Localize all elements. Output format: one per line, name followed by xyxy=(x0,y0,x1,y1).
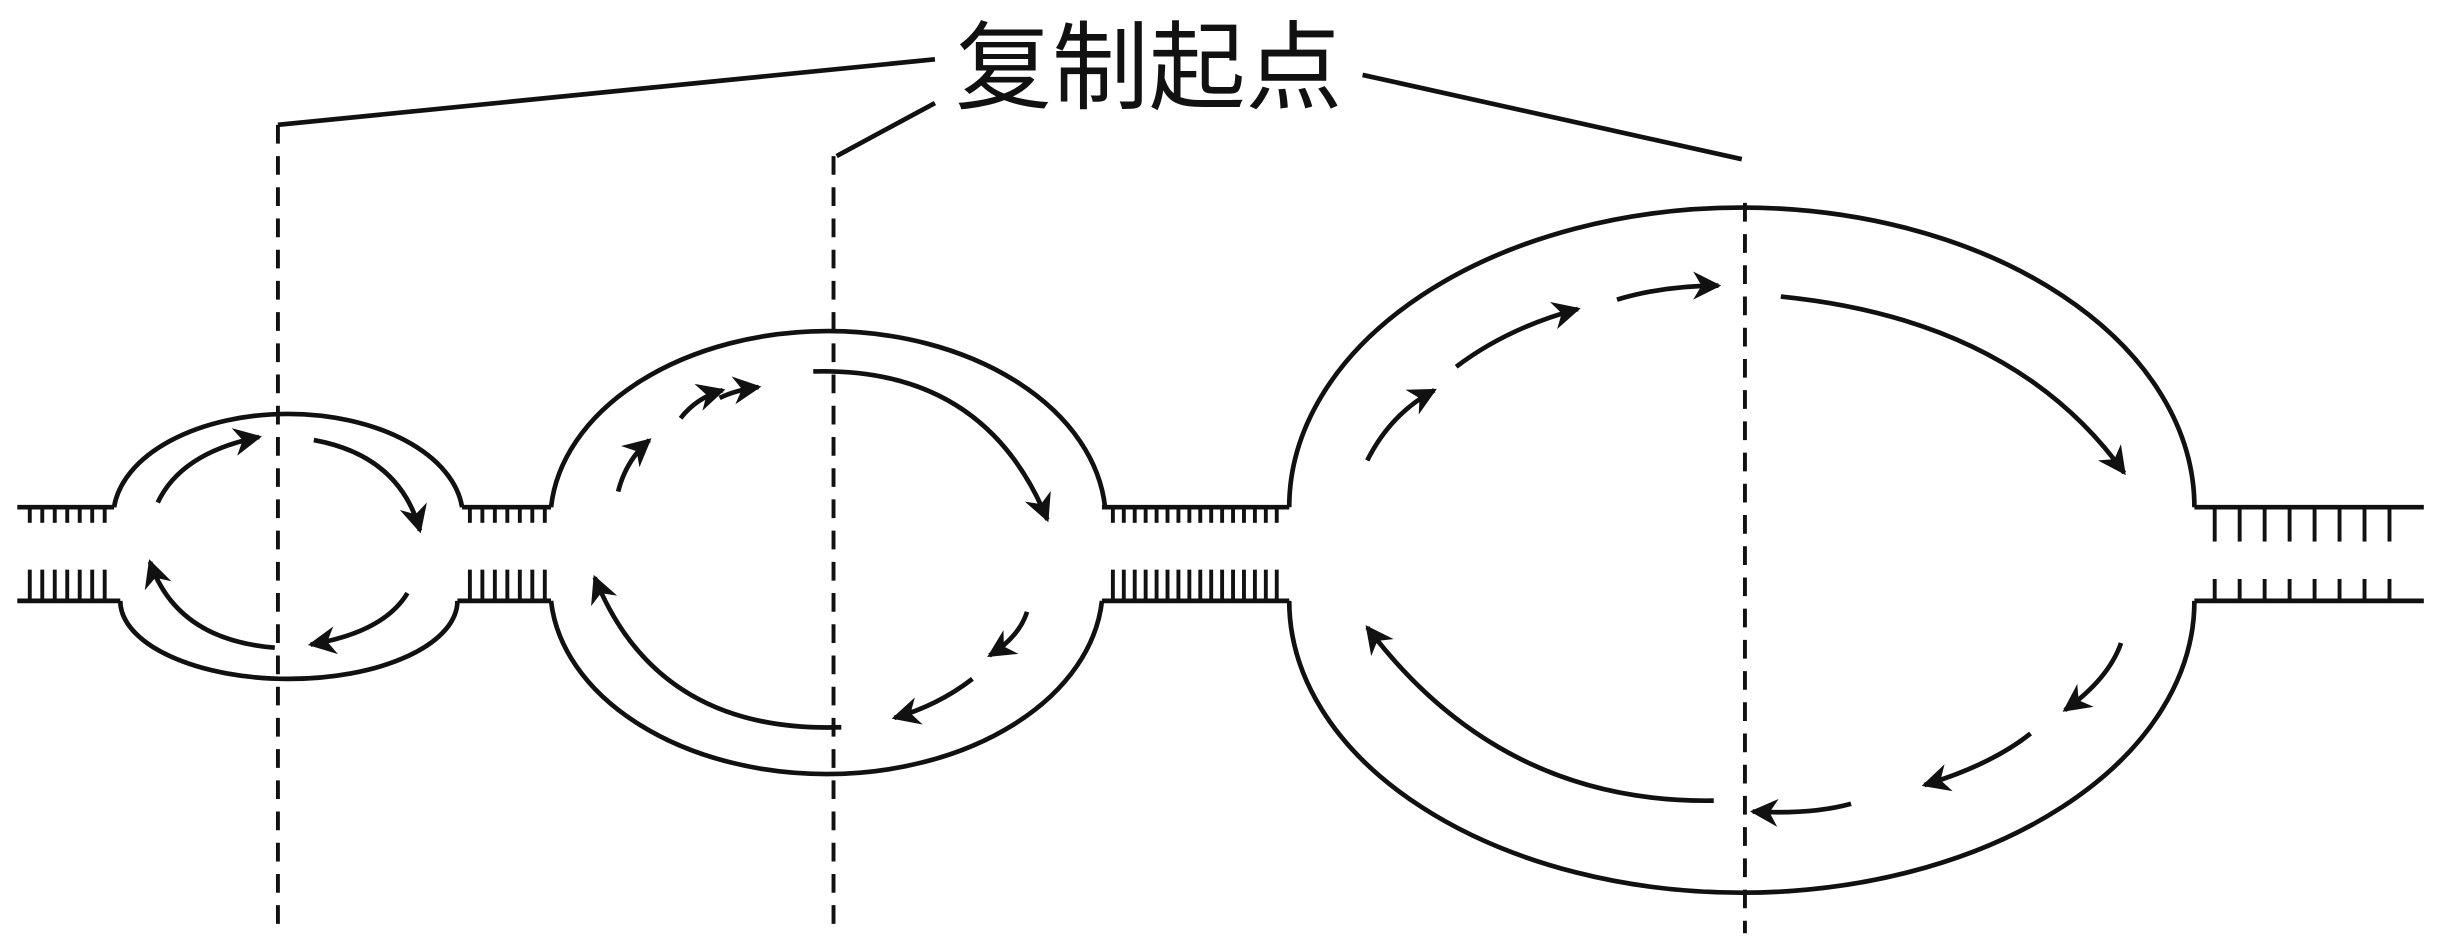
leader-line-3 xyxy=(1362,72,1743,162)
replication-bubble-2 xyxy=(548,328,1108,777)
leader-line-2 xyxy=(835,100,937,159)
leader-lines xyxy=(275,56,1747,934)
replication-origin-label: 复制起点 xyxy=(955,11,1342,124)
base-pair-rungs xyxy=(27,507,2392,601)
leader-line-1 xyxy=(277,56,936,128)
replication-bubble-3 xyxy=(1286,205,2197,895)
replication-bubble-1 xyxy=(111,411,465,682)
parental-dna-strands xyxy=(17,504,2424,604)
